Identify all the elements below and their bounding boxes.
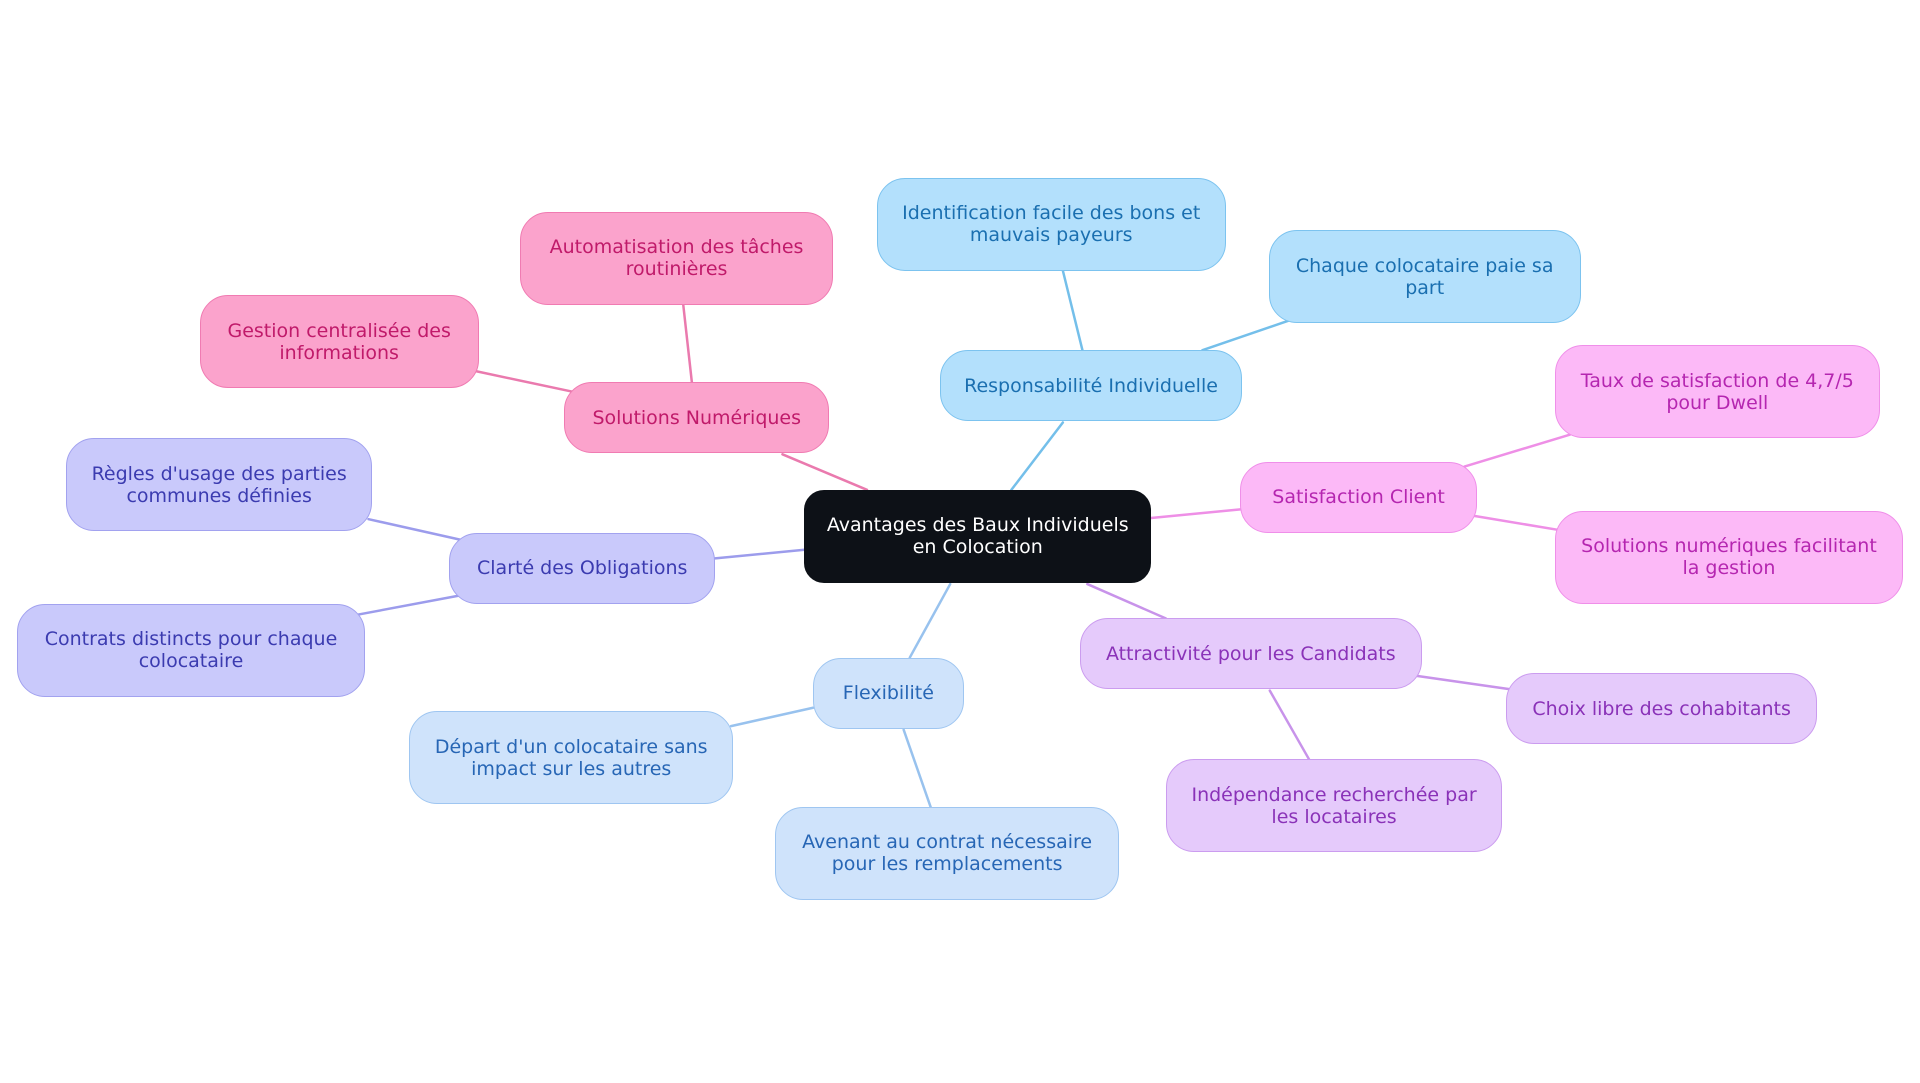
edge-attractivite-pour-les-candidats-1 (1415, 674, 1513, 691)
leaf-node-choix-libre-des-cohabitants: Choix libre des cohabitants (1506, 673, 1818, 745)
edge-root-clarte-des-obligations (713, 548, 806, 560)
leaf-node-chaque-colocataire-paie-sa-part-label: Chaque colocataire paie sa part (1295, 254, 1554, 299)
branch-node-responsabilite-individuelle-label: Responsabilité Individuelle (964, 374, 1218, 397)
edge-flexibilite-1 (729, 706, 815, 728)
leaf-node-identification-facile-des-bons-et-mauvai-label: Identification facile des bons et mauvai… (902, 202, 1201, 247)
leaf-node-automatisation-des-taches-routinieres: Automatisation des tâches routinières (520, 211, 833, 305)
branch-node-responsabilite-individuelle: Responsabilité Individuelle (940, 350, 1242, 422)
leaf-node-gestion-centralisee-des-informations: Gestion centralisée des informations (199, 295, 479, 389)
leaf-node-depart-d-un-colocataire-sans-impact-sur--label: Départ d'un colocataire sans impact sur … (434, 735, 708, 780)
branch-node-flexibilite-label: Flexibilité (842, 682, 934, 705)
branch-node-clarte-des-obligations: Clarté des Obligations (449, 532, 716, 604)
edge-flexibilite-2 (902, 728, 932, 809)
branch-node-solutions-numeriques-label: Solutions Numériques (592, 406, 802, 429)
edge-responsabilite-individuelle-2 (1201, 319, 1290, 352)
edge-satisfaction-client-1 (1463, 433, 1572, 468)
edge-root-attractivite-pour-les-candidats (1086, 582, 1167, 620)
branch-node-satisfaction-client: Satisfaction Client (1240, 461, 1477, 533)
leaf-node-regles-d-usage-des-parties-communes-defi: Règles d'usage des parties communes défi… (66, 438, 373, 532)
branch-node-attractivite-pour-les-candidats: Attractivité pour les Candidats (1080, 618, 1422, 690)
leaf-node-chaque-colocataire-paie-sa-part: Chaque colocataire paie sa part (1268, 230, 1581, 324)
branch-node-attractivite-pour-les-candidats-label: Attractivité pour les Candidats (1105, 642, 1396, 665)
leaf-node-independance-recherchee-par-les-locatair-label: Indépendance recherchée par les locatair… (1191, 783, 1477, 828)
edge-root-responsabilite-individuelle (1010, 421, 1065, 492)
central-topic-node-label: Avantages des Baux Individuels en Coloca… (826, 514, 1129, 559)
leaf-node-solutions-numeriques-facilitant-la-gesti-label: Solutions numériques facilitant la gesti… (1581, 535, 1877, 580)
edge-solutions-numeriques-2 (473, 369, 575, 394)
edge-root-flexibilite (908, 582, 952, 659)
leaf-node-depart-d-un-colocataire-sans-impact-sur-: Départ d'un colocataire sans impact sur … (408, 711, 734, 805)
leaf-node-contrats-distincts-pour-chaque-colocatai-label: Contrats distincts pour chaque colocatai… (44, 628, 338, 673)
central-topic-node: Avantages des Baux Individuels en Coloca… (804, 489, 1151, 583)
edge-root-satisfaction-client (1149, 508, 1242, 520)
leaf-node-contrats-distincts-pour-chaque-colocatai: Contrats distincts pour chaque colocatai… (17, 603, 365, 697)
leaf-node-automatisation-des-taches-routinieres-label: Automatisation des tâches routinières (549, 236, 804, 281)
edge-solutions-numeriques-1 (682, 303, 694, 384)
edge-clarte-des-obligations-1 (367, 517, 463, 542)
edge-attractivite-pour-les-candidats-2 (1268, 689, 1311, 761)
branch-node-satisfaction-client-label: Satisfaction Client (1272, 486, 1445, 509)
branch-node-clarte-des-obligations-label: Clarté des Obligations (477, 557, 688, 580)
leaf-node-independance-recherchee-par-les-locatair: Indépendance recherchée par les locatair… (1165, 759, 1503, 853)
branch-node-solutions-numeriques: Solutions Numériques (564, 382, 829, 454)
leaf-node-regles-d-usage-des-parties-communes-defi-label: Règles d'usage des parties communes défi… (91, 462, 347, 507)
edge-clarte-des-obligations-2 (356, 593, 463, 616)
edge-responsabilite-individuelle-1 (1061, 269, 1084, 352)
leaf-node-taux-de-satisfaction-de-4-7-5-pour-dwell-label: Taux de satisfaction de 4,7/5 pour Dwell (1580, 369, 1854, 414)
leaf-node-identification-facile-des-bons-et-mauvai: Identification facile des bons et mauvai… (876, 177, 1226, 271)
leaf-node-taux-de-satisfaction-de-4-7-5-pour-dwell: Taux de satisfaction de 4,7/5 pour Dwell (1555, 345, 1880, 439)
leaf-node-avenant-au-contrat-necessaire-pour-les-r-label: Avenant au contrat nécessaire pour les r… (802, 831, 1093, 876)
leaf-node-avenant-au-contrat-necessaire-pour-les-r: Avenant au contrat nécessaire pour les r… (775, 806, 1120, 900)
leaf-node-gestion-centralisee-des-informations-label: Gestion centralisée des informations (227, 319, 451, 364)
leaf-node-solutions-numeriques-facilitant-la-gesti: Solutions numériques facilitant la gesti… (1555, 510, 1903, 604)
leaf-node-choix-libre-des-cohabitants-label: Choix libre des cohabitants (1532, 697, 1791, 720)
edge-satisfaction-client-2 (1470, 514, 1562, 532)
branch-node-flexibilite: Flexibilité (813, 657, 964, 729)
edge-root-solutions-numeriques (781, 453, 869, 492)
